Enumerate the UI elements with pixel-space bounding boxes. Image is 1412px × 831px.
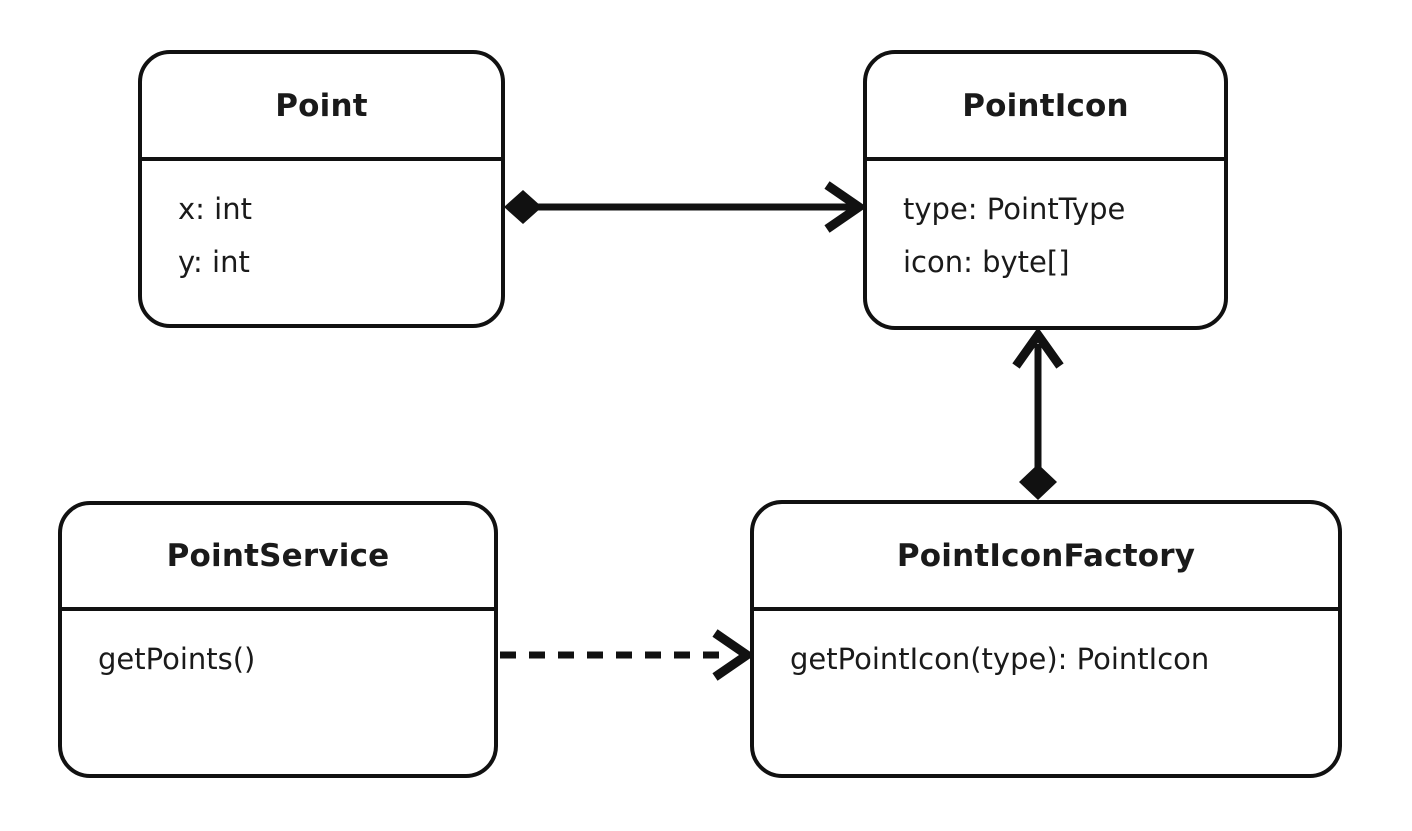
class-members: getPointIcon(type): PointIcon — [754, 611, 1338, 686]
class-member: getPointIcon(type): PointIcon — [790, 642, 1210, 676]
composition-diamond — [1019, 464, 1057, 500]
class-title: PointIcon — [867, 54, 1224, 161]
composition-point-to-pointicon — [504, 181, 867, 233]
class-member: getPoints() — [98, 642, 256, 676]
class-members: x: int y: int — [142, 161, 501, 289]
class-members: getPoints() — [62, 611, 494, 686]
class-box-pointicon: PointIcon type: PointType icon: byte[] — [863, 50, 1228, 330]
class-member: icon: byte[] — [903, 245, 1070, 279]
class-box-pointservice: PointService getPoints() — [58, 501, 498, 778]
composition-diamond — [504, 190, 542, 224]
class-members: type: PointType icon: byte[] — [867, 161, 1224, 289]
class-title: Point — [142, 54, 501, 161]
class-box-pointiconfactory: PointIconFactory getPointIcon(type): Poi… — [750, 500, 1342, 778]
class-member: type: PointType — [903, 192, 1126, 226]
class-member: x: int — [178, 192, 252, 226]
arrowhead-icon — [712, 629, 755, 681]
arrowhead-icon — [824, 181, 867, 233]
class-title: PointIconFactory — [754, 504, 1338, 611]
class-box-point: Point x: int y: int — [138, 50, 505, 328]
class-title: PointService — [62, 505, 494, 611]
dependency-pointservice-to-pointiconfactory — [500, 629, 755, 681]
composition-pointiconfactory-to-pointicon — [1012, 327, 1064, 500]
class-member: y: int — [178, 245, 250, 279]
arrowhead-icon — [1012, 327, 1064, 369]
